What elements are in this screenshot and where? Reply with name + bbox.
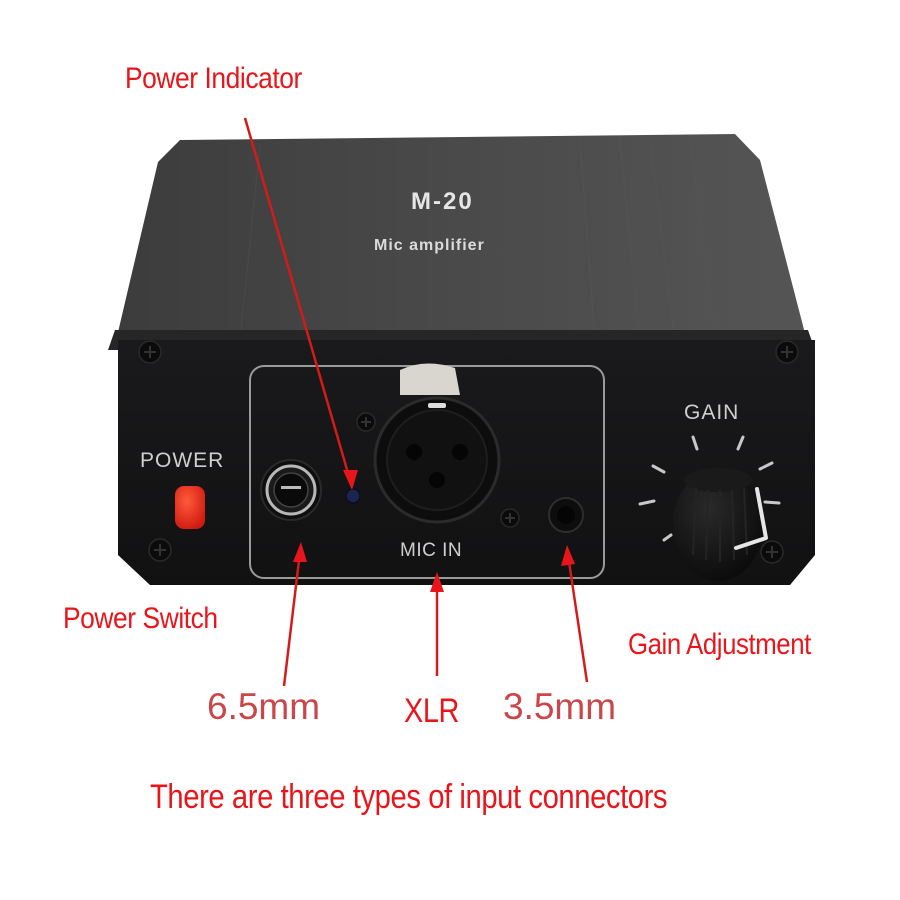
device-subtitle-label: Mic amplifier [374,237,485,254]
annotation-gain-adjustment: Gain Adjustment [628,628,811,661]
panel-gain-label: GAIN [684,401,740,424]
jack-3-5mm-icon[interactable] [548,497,584,533]
xlr-connector-icon[interactable] [373,363,501,524]
screw-icon [500,508,520,528]
gain-scale-ticks [638,435,781,542]
annotation-arrows [243,117,589,687]
screw-icon [138,340,162,364]
annotation-6-5mm: 6.5mm [207,686,321,727]
screw-icon [775,340,799,364]
power-switch-button[interactable] [175,486,205,529]
screw-icon [356,412,376,432]
panel-power-label: POWER [140,449,225,472]
screw-icon [148,538,172,562]
device-model-label: M-20 [411,188,474,215]
jack-6-5mm-icon[interactable] [260,459,322,521]
screw-icon [760,540,784,564]
annotation-3-5mm: 3.5mm [503,686,617,727]
caption: There are three types of input connector… [150,778,668,816]
device-top-surface [115,134,808,345]
panel-mic-in-label: MIC IN [400,540,463,561]
annotation-power-switch: Power Switch [63,602,218,635]
annotation-xlr: XLR [404,692,459,730]
power-indicator-led [345,488,361,504]
annotation-power-indicator: Power Indicator [125,62,302,95]
gain-knob[interactable] [673,468,768,581]
